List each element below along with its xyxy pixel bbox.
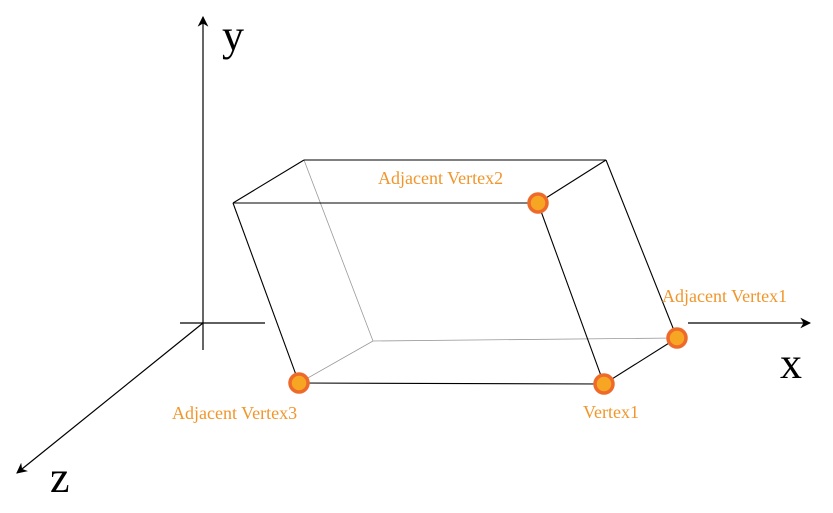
edge-top-left-depth (232, 159, 305, 204)
label-adjacent-vertex2: Adjacent Vertex2 (378, 168, 503, 188)
y-axis-label: y (222, 11, 244, 60)
label-adjacent-vertex3: Adjacent Vertex3 (172, 403, 297, 423)
marker-vertex1 (593, 373, 615, 395)
marker-adjacent-vertex2 (527, 192, 549, 214)
label-adjacent-vertex1: Adjacent Vertex1 (662, 286, 787, 306)
vertex-markers (288, 192, 688, 395)
hidden-edge-vertical (303, 159, 374, 342)
hidden-edge-back-bottom (372, 337, 678, 342)
edge-front-left (232, 202, 300, 384)
edge-front-right (537, 202, 605, 385)
x-axis-label: x (780, 339, 802, 388)
edge-top-right-depth (537, 159, 607, 204)
hidden-edge-depth (298, 340, 374, 384)
z-axis (16, 322, 204, 474)
marker-adjacent-vertex1 (666, 327, 688, 349)
edge-back-right (605, 159, 678, 339)
label-vertex1: Vertex1 (583, 402, 639, 422)
marker-adjacent-vertex3 (288, 372, 310, 394)
parallelepiped (232, 159, 678, 385)
edge-bottom-right-depth (603, 337, 678, 385)
edge-front-bottom (298, 382, 605, 385)
axes (16, 15, 812, 474)
z-axis-label: z (50, 453, 70, 502)
